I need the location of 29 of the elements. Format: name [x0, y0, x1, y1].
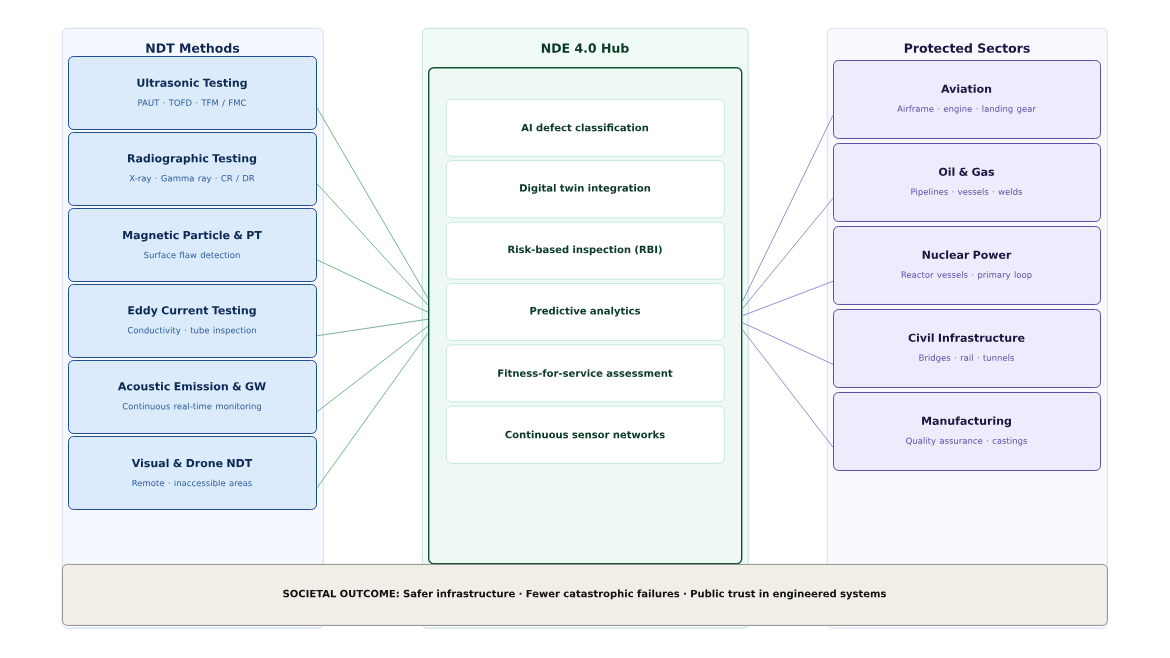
sector-box: Manufacturing Quality assurance · castings	[833, 392, 1101, 471]
method-box: Eddy Current Testing Conductivity · tube inspection	[68, 284, 317, 358]
capability-box: Digital twin integration	[446, 160, 725, 218]
sector-box: Civil Infrastructure Bridges · rail · tunnels	[833, 309, 1101, 388]
outcome-banner: SOCIETAL OUTCOME: Safer infrastructure · Fewer catastrophic failures · Public trust in engineered systems	[62, 564, 1108, 626]
method-box: Magnetic Particle & PT Surface flaw detection	[68, 208, 317, 282]
connector-line	[316, 325, 429, 413]
sector-box: Oil & Gas Pipelines · vessels · welds	[833, 143, 1101, 222]
sector-box: Nuclear Power Reactor vessels · primary loop	[833, 226, 1101, 305]
connector-line	[741, 280, 834, 317]
method-box: Acoustic Emission & GW Continuous real-time monitoring	[68, 360, 317, 434]
connector-line	[316, 107, 429, 299]
connector-line	[741, 114, 834, 303]
method-box: Ultrasonic Testing PAUT · TOFD · TFM / FMC	[68, 56, 317, 130]
method-box: Visual & Drone NDT Remote · inaccessible areas	[68, 436, 317, 510]
capability-box: Fitness-for-service assessment	[446, 344, 725, 403]
connector-line	[316, 318, 429, 337]
capability-box: AI defect classification	[446, 99, 725, 157]
sector-box: Aviation Airframe · engine · landing gear	[833, 60, 1101, 139]
connector-line	[741, 197, 834, 310]
connector-line	[316, 259, 429, 313]
capability-box: Risk-based inspection (RBI)	[446, 221, 725, 280]
connector-line	[741, 329, 834, 448]
connector-line	[741, 322, 834, 365]
method-box: Radiographic Testing X-ray · Gamma ray · CR / DR	[68, 132, 317, 206]
connector-line	[316, 183, 429, 306]
capability-box: Continuous sensor networks	[446, 406, 725, 464]
connector-line	[316, 332, 429, 489]
capability-box: Predictive analytics	[446, 283, 725, 341]
